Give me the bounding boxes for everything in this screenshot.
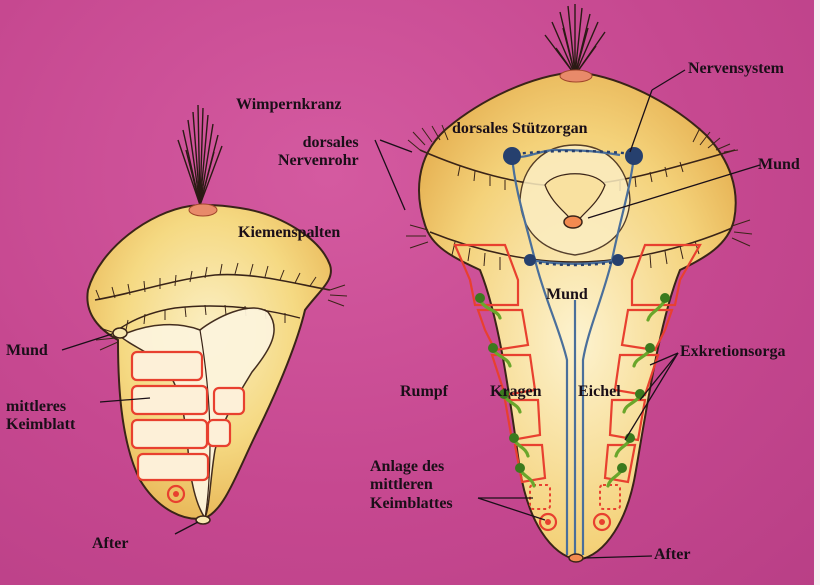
label-mund-right-center: Mund xyxy=(546,286,588,304)
label-nervensystem: Nervensystem xyxy=(688,60,784,78)
label-mund-right-top: Mund xyxy=(758,156,800,174)
label-dorsales-stuetzorgan: dorsales Stützorgan xyxy=(452,120,588,138)
label-after-right: After xyxy=(654,546,690,564)
label-rumpf: Rumpf xyxy=(400,383,448,401)
label-after-left: After xyxy=(92,535,128,553)
label-wimpernkranz: Wimpernkranz xyxy=(236,96,341,114)
label-eichel: Eichel xyxy=(578,383,621,401)
label-kiemenspalten: Kiemenspalten xyxy=(238,224,340,242)
label-kragen: Kragen xyxy=(490,383,542,401)
left-apical-tuft xyxy=(178,105,222,205)
label-exkretionsorgan: Exkretionsorga xyxy=(680,343,785,361)
label-dorsales-nervenrohr: dorsales Nervenrohr xyxy=(278,134,359,171)
page-edge xyxy=(814,0,820,585)
label-anlage-mittleren-keimblattes: Anlage des mittleren Keimblattes xyxy=(370,458,453,513)
label-mittleres-keimblatt: mittleres Keimblatt xyxy=(6,398,75,435)
label-mund-left: Mund xyxy=(6,342,48,360)
right-apical-tuft xyxy=(545,4,605,75)
right-larva xyxy=(406,4,752,562)
